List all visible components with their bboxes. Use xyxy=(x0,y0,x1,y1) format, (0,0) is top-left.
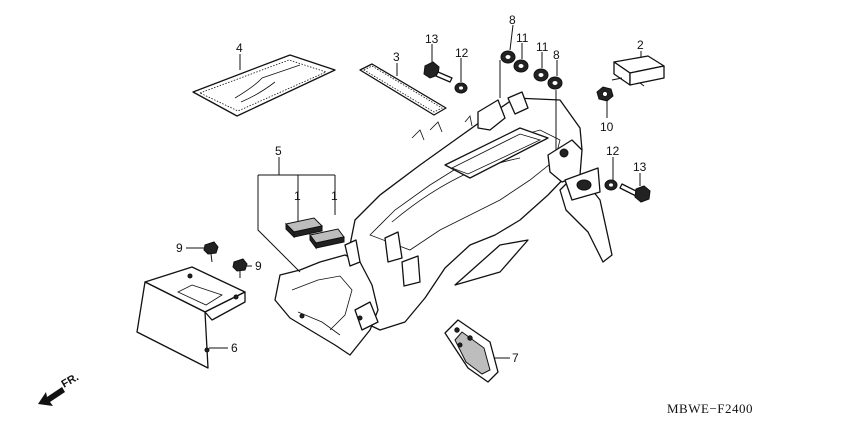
part-9-clip-a xyxy=(203,241,219,263)
part-3-strap xyxy=(359,63,447,116)
callout-6: 6 xyxy=(231,341,238,355)
part-13-bolt-top xyxy=(423,61,453,83)
callout-4: 4 xyxy=(236,41,243,55)
callout-1-b: 1 xyxy=(331,189,338,203)
part-12-washer-top xyxy=(454,82,468,94)
callout-8-b: 8 xyxy=(553,48,560,62)
diagram-code: MBWE−F2400 xyxy=(667,401,753,416)
callout-11-b: 11 xyxy=(536,40,549,54)
part-1-pad-a xyxy=(284,217,324,239)
part-2-rubber xyxy=(611,55,665,87)
callout-10: 10 xyxy=(600,120,614,134)
callout-7: 7 xyxy=(512,351,519,365)
part-13-bolt-right xyxy=(619,183,651,203)
part-12-washer-right xyxy=(604,179,618,191)
part-10-nut xyxy=(596,86,614,102)
callout-13-top: 13 xyxy=(425,32,439,46)
callout-13-right: 13 xyxy=(633,160,647,174)
callout-12-top: 12 xyxy=(455,46,469,60)
callout-3: 3 xyxy=(393,50,400,64)
part-4-pouch xyxy=(192,54,336,117)
callout-12-right: 12 xyxy=(606,144,620,158)
callout-9-a: 9 xyxy=(176,241,183,255)
callout-11-a: 11 xyxy=(516,31,529,45)
part-11-grommet-b xyxy=(533,68,549,82)
callout-numbers: 4 3 13 12 8 11 11 8 2 10 12 13 5 1 1 9 9… xyxy=(176,13,647,365)
rear-fender-assembly xyxy=(274,60,613,356)
callout-5: 5 xyxy=(275,144,282,158)
part-8-washer-b xyxy=(547,76,563,90)
part-8-washer-a xyxy=(500,50,516,64)
part-9-clip-b xyxy=(232,258,248,278)
front-direction-arrow: FR. xyxy=(38,371,81,406)
leader-lines xyxy=(186,24,642,359)
part-7-plate xyxy=(444,319,499,383)
part-6-cover xyxy=(136,266,246,369)
front-direction-label: FR. xyxy=(60,371,81,390)
part-11-grommet-a xyxy=(513,59,529,73)
part-5-bracket-lines xyxy=(257,174,336,273)
callout-9-b: 9 xyxy=(255,259,262,273)
callout-1-a: 1 xyxy=(294,189,301,203)
callout-2: 2 xyxy=(637,38,644,52)
callout-8-a: 8 xyxy=(509,13,516,27)
part-1-pad-b xyxy=(309,228,345,250)
